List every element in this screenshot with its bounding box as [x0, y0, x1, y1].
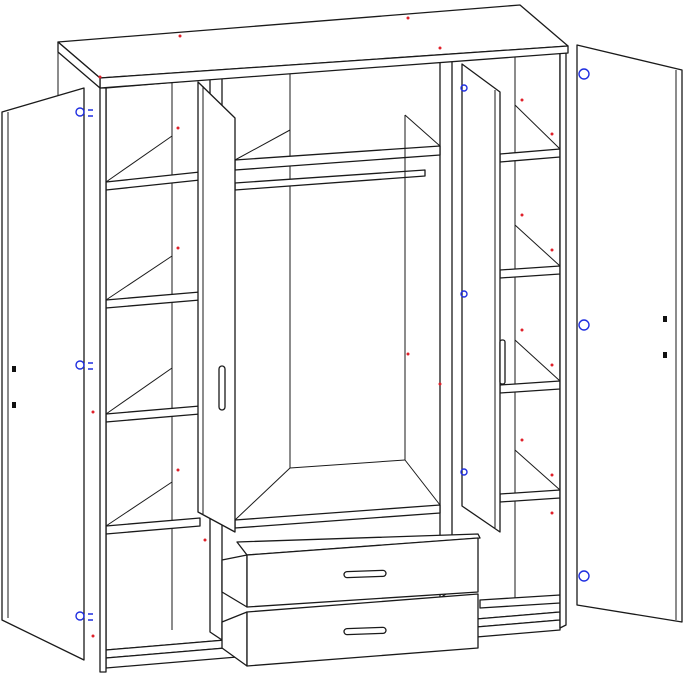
left-outer-door[interactable] — [1, 87, 85, 661]
drawer-bottom[interactable] — [221, 593, 479, 667]
partition-right — [439, 57, 453, 599]
right-inner-door[interactable] — [461, 63, 501, 533]
drawer-top[interactable] — [221, 533, 481, 608]
hinge-icons — [75, 68, 590, 621]
left-side-panel — [99, 87, 107, 673]
left-inner-door[interactable] — [197, 81, 236, 533]
assembly-markers — [91, 16, 554, 638]
right-side-panel — [559, 49, 567, 629]
right-outer-door[interactable] — [576, 44, 683, 623]
left-inner-door-handle[interactable] — [218, 365, 226, 411]
drawer-bottom-handle[interactable] — [343, 626, 387, 636]
right-inner-door-handle[interactable] — [499, 339, 506, 385]
drawer-top-handle[interactable] — [343, 569, 387, 579]
